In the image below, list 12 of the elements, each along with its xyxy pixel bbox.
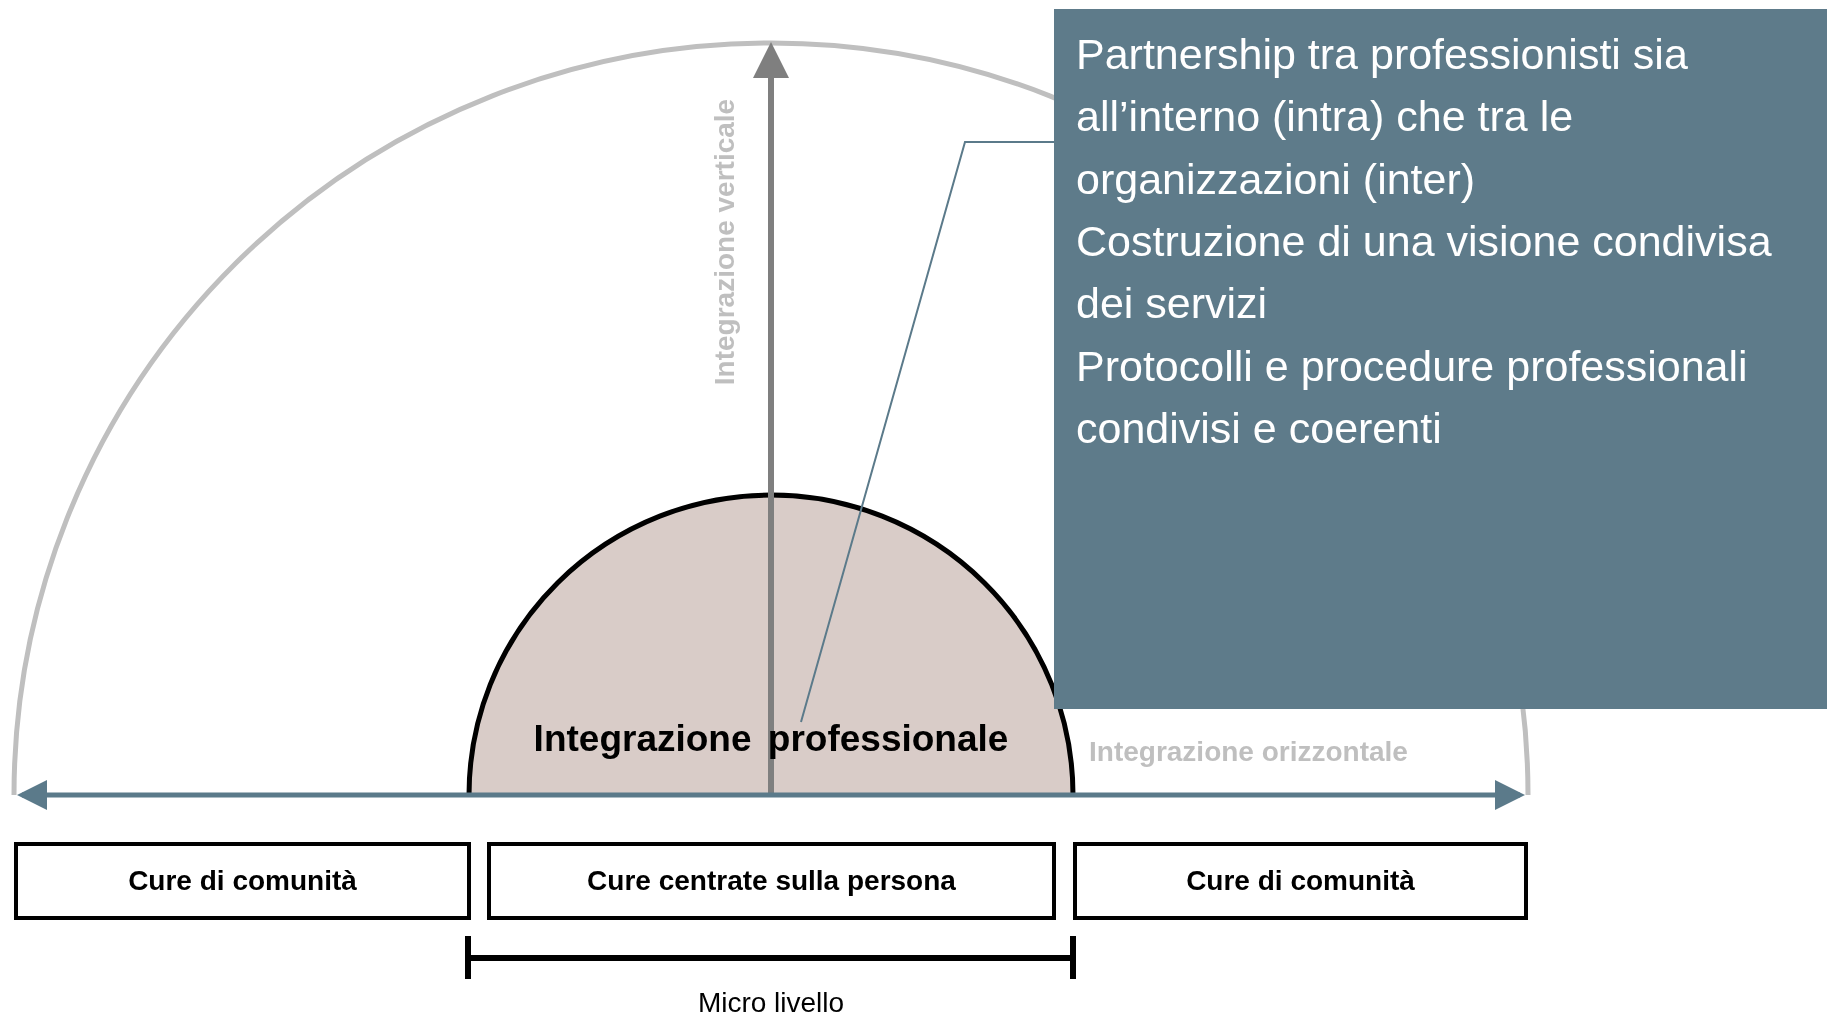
scale-label: Micro livello [697,987,845,1019]
node-title: Integrazione professionale [532,718,1010,760]
callout-text: Costruzione di una visione condivisa dei servizi [1076,216,1773,330]
callout-box [1054,9,1827,709]
category-box: Cure di comunità [1073,842,1528,920]
category-box: Cure centrate sulla persona [487,842,1056,920]
axis-label: Integrazione orizzontale [1089,736,1408,768]
leader-line [800,141,1055,723]
callout-text: Partnership tra professionisti sia all’interno (intra) che tra le organizzazioni (inter) [1076,29,1689,205]
category-box: Cure di comunità [14,842,471,920]
axis-label: Integrazione verticale [709,98,741,386]
callout-text: Protocolli e procedure professionali condivisi e coerenti [1076,340,1749,455]
